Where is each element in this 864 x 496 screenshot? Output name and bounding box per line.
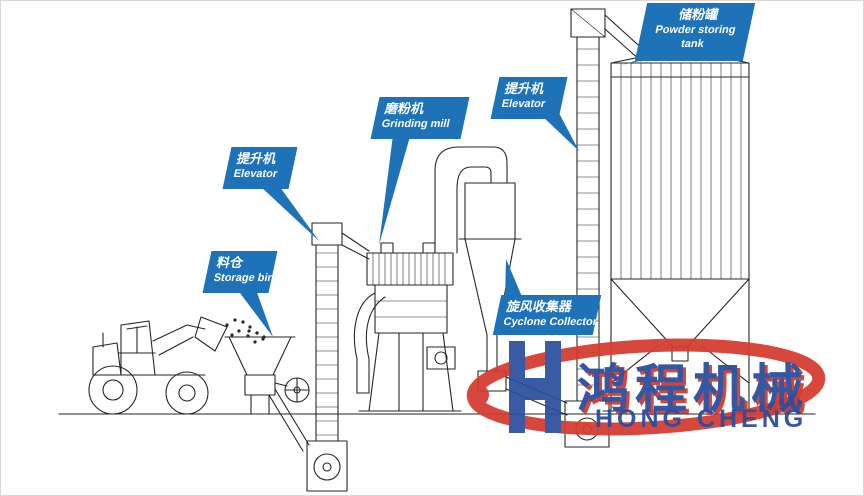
pointer-storage-bin [237, 287, 273, 337]
pointer-elevator-left [259, 183, 319, 241]
callout-elevator-left-zh: 提升机 [235, 151, 278, 166]
callout-storage-bin-en: Storage bin [212, 271, 276, 284]
pointer-grinding-mill [379, 133, 411, 245]
callout-elevator-right-zh: 提升机 [503, 81, 546, 96]
watermark-h-glyph [509, 341, 561, 433]
callout-powder-tank-zh: 储粉罐 [677, 7, 720, 22]
callout-elevator-right-en: Elevator [500, 97, 547, 110]
callout-cyclone-collector: 旋风收集器 Cyclone Collector [492, 295, 602, 335]
pointer-cyclone [505, 259, 523, 299]
callout-powder-tank-en: Powder storing tank [654, 23, 737, 50]
storage-bin-drawing [224, 329, 310, 452]
callout-grinding-mill: 磨粉机 Grinding mill [370, 97, 470, 139]
callout-cyclone-collector-zh: 旋风收集器 [505, 299, 574, 314]
watermark-english-text: HONG CHENG [595, 405, 808, 433]
callout-pointers [237, 55, 667, 337]
callout-grinding-mill-zh: 磨粉机 [383, 101, 426, 116]
callout-elevator-left: 提升机 Elevator [222, 147, 298, 189]
callout-elevator-left-en: Elevator [232, 167, 279, 180]
grinding-mill-drawing [353, 146, 508, 412]
callout-grinding-mill-en: Grinding mill [380, 117, 451, 130]
wheel-loader-drawing [88, 316, 265, 415]
callout-elevator-right: 提升机 Elevator [490, 77, 568, 119]
elevator-left-drawing [306, 222, 370, 492]
pointer-elevator-right [541, 113, 579, 151]
watermark-chinese-text: 鸿程机械 [577, 360, 810, 420]
callout-storage-bin-zh: 料仓 [215, 255, 245, 270]
callout-storage-bin: 料仓 Storage bin [202, 251, 278, 293]
callout-powder-tank: 储粉罐 Powder storing tank [634, 3, 756, 61]
callout-cyclone-collector-en: Cyclone Collector [502, 315, 599, 328]
watermark-logo [466, 338, 826, 436]
